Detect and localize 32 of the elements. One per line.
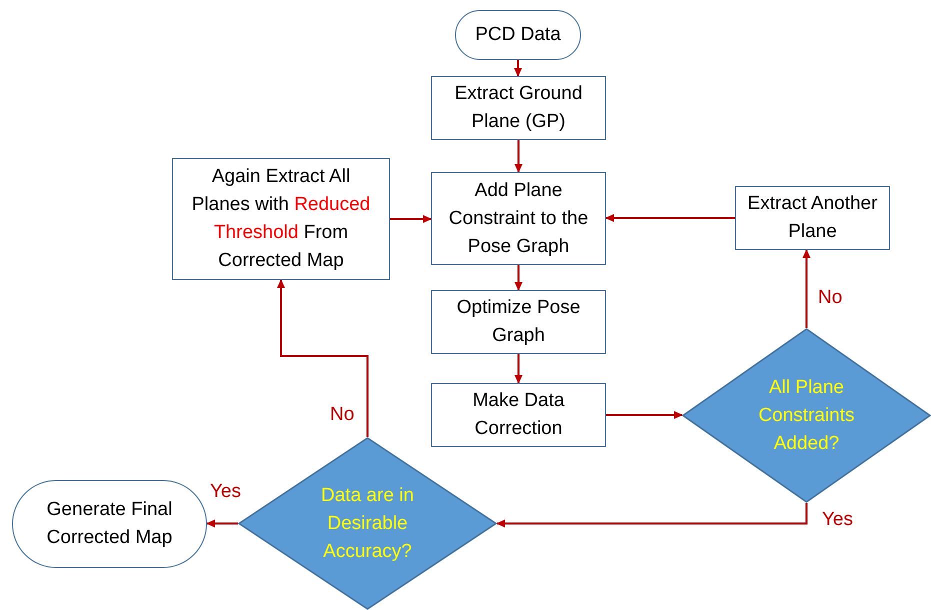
process-box xyxy=(431,383,606,447)
node-text: Make Data Correction xyxy=(472,389,566,441)
edge-label: No xyxy=(818,288,842,307)
arrow xyxy=(514,265,522,291)
arrow xyxy=(514,354,522,384)
edge-label: Yes xyxy=(822,510,853,529)
process-box xyxy=(431,172,606,265)
arrow xyxy=(390,215,432,223)
process-box xyxy=(431,76,606,140)
node-text: Extract Ground Plane (GP) xyxy=(454,82,584,134)
edge-label: No xyxy=(330,405,354,424)
decision-text: Data are in Desirable Accuracy? xyxy=(320,484,415,564)
node-text: Extract Another Plane xyxy=(746,192,878,244)
arrow xyxy=(496,503,808,528)
arrow xyxy=(206,520,238,528)
terminal-pill xyxy=(455,10,581,60)
arrow xyxy=(277,279,368,437)
node-text: Again Extract All Planes with Reduced Threshold From Corrected Map xyxy=(190,165,372,273)
process-box xyxy=(172,158,390,280)
process-box xyxy=(735,186,890,250)
edge-label: Yes xyxy=(210,482,241,501)
node-text: Add Plane Constraint to the Pose Graph xyxy=(448,178,590,258)
process-box xyxy=(431,290,606,354)
arrow xyxy=(514,60,522,77)
arrow xyxy=(802,249,810,328)
arrow xyxy=(514,140,522,173)
node-text: PCD Data xyxy=(475,23,561,47)
node-text: Generate Final Corrected Map xyxy=(46,498,174,550)
decision-text: All Plane Constraints Added? xyxy=(757,376,856,456)
arrow xyxy=(605,214,735,222)
arrow xyxy=(606,411,683,419)
node-text: Optimize Pose Graph xyxy=(456,296,582,348)
